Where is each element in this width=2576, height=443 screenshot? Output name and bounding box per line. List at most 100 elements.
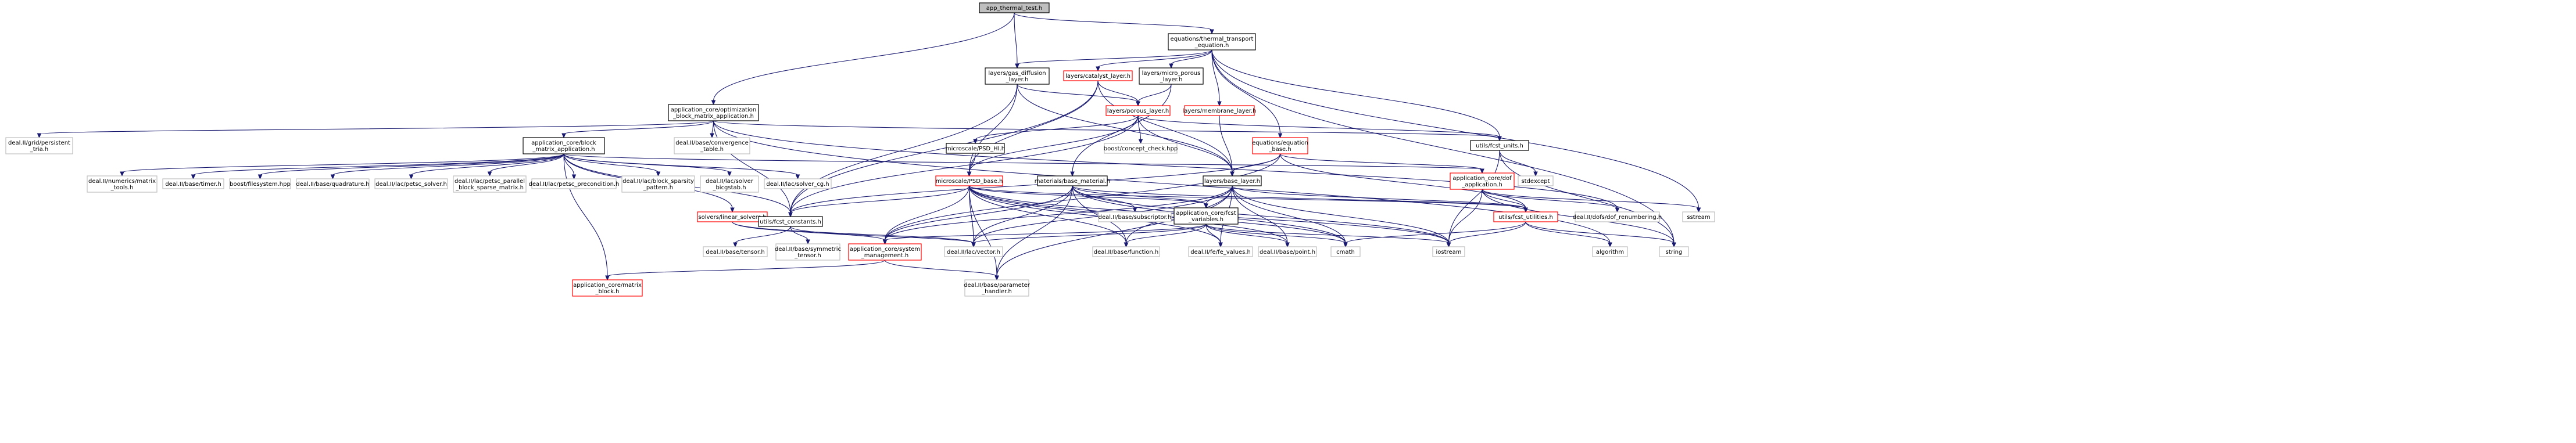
edge-layerbase-iostream <box>1232 185 1450 244</box>
node-string[interactable]: string <box>1659 246 1689 257</box>
node-dofapp[interactable]: application_core/dof_application.h <box>1450 172 1515 190</box>
node-solvbi[interactable]: deal.II/lac/solver_bicgstab.h <box>700 175 759 193</box>
node-eqbase[interactable]: equations/equation_base.h <box>1252 137 1308 154</box>
edge-arrowhead <box>1497 136 1502 142</box>
node-psdbase[interactable]: microscale/PSD_base.h <box>935 175 1003 186</box>
edge-blockapp-blocksp <box>563 153 659 173</box>
node-micro[interactable]: layers/micro_porous_layer.h <box>1139 67 1204 85</box>
node-label: utils/fcst_constants.h <box>760 219 821 225</box>
node-box <box>1092 246 1160 257</box>
node-cat[interactable]: layers/catalyst_layer.h <box>1063 70 1133 81</box>
node-quad[interactable]: deal.II/base/quadrature.h <box>296 178 370 189</box>
node-fconst[interactable]: utils/fcst_constants.h <box>758 216 823 227</box>
node-fev[interactable]: deal.II/fe/fe_values.h <box>1188 246 1253 257</box>
node-porous[interactable]: layers/porous_layer.h <box>1105 105 1171 116</box>
node-equnits[interactable]: utils/fcst_units.h <box>1470 140 1529 151</box>
node-convtab[interactable]: deal.II/base/convergence_table.h <box>674 137 750 154</box>
node-label: application_core/optimization <box>671 107 756 113</box>
edge-arrowhead <box>1136 101 1140 107</box>
node-box <box>1252 137 1308 154</box>
node-box <box>621 175 695 193</box>
node-cmath[interactable]: cmath <box>1330 246 1361 257</box>
node-opt[interactable]: application_core/optimization_block_matr… <box>668 104 759 121</box>
node-futil[interactable]: utils/fcst_utilities.h <box>1493 211 1558 222</box>
edge-blockapp-solvcg <box>563 153 799 176</box>
edge-futil-cmath <box>1345 221 1526 244</box>
node-nummat[interactable]: deal.II/numerics/matrix_tools.h <box>87 175 158 193</box>
node-petscpar[interactable]: deal.II/lac/petsc_parallel_block_sparse_… <box>453 175 527 193</box>
node-label: deal.II/base/point.h <box>1260 249 1315 255</box>
node-concept[interactable]: boost/concept_check.hpp <box>1104 143 1178 154</box>
node-box <box>944 246 1003 257</box>
node-solvcg[interactable]: deal.II/lac/solver_cg.h <box>764 178 832 189</box>
node-label: materials/base_material.h <box>1035 178 1110 185</box>
node-petscpre[interactable]: deal.II/lac/petsc_precondition.h <box>529 178 620 189</box>
edge-solvers-lacvec <box>732 221 974 244</box>
node-subscr[interactable]: deal.II/base/subscriptor.h <box>1098 211 1172 222</box>
node-layerbase[interactable]: layers/base_layer.h <box>1203 175 1262 186</box>
node-label: layers/micro_porous <box>1142 70 1201 77</box>
node-blockapp[interactable]: application_core/block_matrix_applicatio… <box>523 137 605 154</box>
node-eqtt[interactable]: equations/thermal_transport_equation.h <box>1168 33 1256 51</box>
edge-micro-matbase <box>1072 84 1172 173</box>
node-fvars[interactable]: application_core/fcst_variables.h <box>1173 207 1239 225</box>
node-persist[interactable]: deal.II/grid/persistent_tria.h <box>5 137 73 154</box>
node-boostfs[interactable]: boost/filesystem.hpp <box>229 178 291 189</box>
edge-dofapp-futil <box>1482 189 1526 209</box>
node-box <box>1493 211 1558 222</box>
node-algorithm[interactable]: algorithm <box>1592 246 1628 257</box>
node-memb[interactable]: layers/membrane_layer.h <box>1182 105 1257 116</box>
node-dofren[interactable]: deal.II/dofs/dof_renumbering.h <box>1573 211 1662 222</box>
edge-arrowhead <box>1070 171 1075 177</box>
node-sysmgmt[interactable]: application_core/system_management.h <box>848 243 922 261</box>
edge-arrowhead <box>806 239 810 245</box>
node-label: _pattern.h <box>643 185 673 191</box>
node-solvers[interactable]: solvers/linear_solvers.h <box>697 211 768 222</box>
node-label: layers/base_layer.h <box>1204 178 1260 185</box>
node-box <box>572 279 643 297</box>
edge-arrowhead <box>994 275 999 281</box>
edge-porous-psd <box>975 115 1139 141</box>
edge-arrowhead <box>727 171 732 177</box>
node-psd[interactable]: microscale/PSD_HI.h <box>946 143 1005 154</box>
node-box <box>523 137 605 154</box>
node-box <box>985 67 1050 85</box>
edge-fvars-iostream <box>1205 224 1450 244</box>
edge-arrowhead <box>1210 29 1214 35</box>
node-label: deal.II/dofs/dof_renumbering.h <box>1573 214 1662 221</box>
edge-arrowhead <box>605 275 610 281</box>
node-label: layers/catalyst_layer.h <box>1065 73 1130 80</box>
node-param[interactable]: deal.II/base/parameter_handler.h <box>964 279 1031 297</box>
node-sstream[interactable]: sstream <box>1682 211 1715 222</box>
edge-dofapp-iostream <box>1448 189 1483 244</box>
edge-equnits-stdexc <box>1499 150 1536 173</box>
node-petscsolv[interactable]: deal.II/lac/petsc_solver.h <box>374 178 448 189</box>
edge-gas-fconst <box>790 84 1018 214</box>
node-iostream[interactable]: iostream <box>1432 246 1465 257</box>
node-timer[interactable]: deal.II/base/timer.h <box>162 178 224 189</box>
node-blocksp[interactable]: deal.II/lac/block_sparsity_pattern.h <box>621 175 695 193</box>
node-func[interactable]: deal.II/base/function.h <box>1092 246 1160 257</box>
node-label: deal.II/lac/block_sparsity <box>622 178 694 185</box>
node-blockmat[interactable]: application_core/matrix_block.h <box>572 279 643 297</box>
edge-cat-psdbase <box>968 80 1099 173</box>
node-stdexc[interactable]: stdexcept <box>1518 175 1554 186</box>
node-label: deal.II/base/tensor.h <box>706 249 765 255</box>
edge-arrowhead <box>788 212 793 218</box>
node-point[interactable]: deal.II/base/point.h <box>1258 246 1317 257</box>
edge-arrowhead <box>1480 168 1484 174</box>
node-symt[interactable]: deal.II/base/symmetric_tensor.h <box>775 243 841 261</box>
edge-eqbase-futil <box>1279 153 1526 209</box>
node-label: deal.II/lac/vector.h <box>947 249 1000 255</box>
edge-equnits-iostream <box>1448 150 1500 244</box>
node-matbase[interactable]: materials/base_material.h <box>1035 175 1110 186</box>
edge-fconst-lacvec <box>790 226 974 244</box>
edge-arrowhead <box>1523 207 1528 213</box>
edge-arrowhead <box>1015 63 1019 69</box>
edge-fvars-fev <box>1205 224 1221 244</box>
node-gas[interactable]: layers/gas_diffusion_layer.h <box>985 67 1050 85</box>
node-label: cmath <box>1336 249 1355 255</box>
node-label: equations/thermal_transport <box>1171 36 1254 42</box>
node-lacvec[interactable]: deal.II/lac/vector.h <box>944 246 1003 257</box>
node-tensor[interactable]: deal.II/base/tensor.h <box>703 246 768 257</box>
